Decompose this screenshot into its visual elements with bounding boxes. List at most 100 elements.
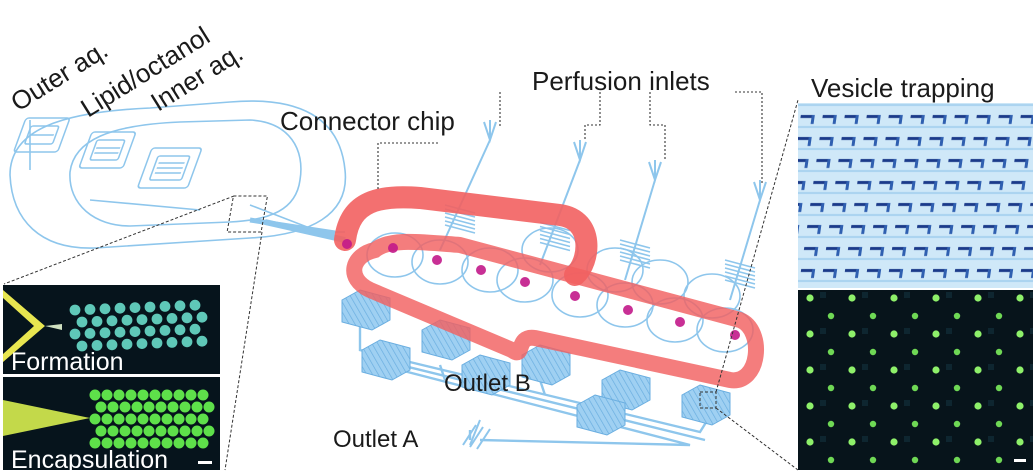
droplet [121,314,133,326]
vesicle [161,413,173,425]
droplet [151,313,163,325]
serpentine-resistor [619,259,651,269]
droplet [174,324,186,336]
vesicle [161,389,173,401]
connector-node [623,305,633,315]
vesicle [179,425,191,437]
droplet [166,313,178,324]
perfusion-inlet-port [573,140,587,164]
vesicle [131,425,143,437]
serpentine-resistor [724,279,756,289]
droplet [196,311,208,323]
connector-node [570,291,580,301]
droplet [99,303,111,315]
vesicle [119,401,131,413]
outlet-a-port [462,419,491,450]
encapsulation-panel [3,377,220,470]
vesicle [197,413,209,425]
vesicle [95,401,107,413]
connector-node [388,243,398,253]
vesicle [125,389,137,401]
trap-chamber [361,339,411,381]
droplet [114,302,126,314]
droplet [76,316,88,328]
inner-aq-inlet [137,147,202,189]
droplet [91,316,103,327]
serpentine-resistor [619,251,651,261]
vesicle [203,401,215,413]
serpentine-resistor [619,239,651,249]
connector-node [675,317,685,327]
outer-aq-inlet [13,117,70,153]
serpentine-resistor [619,247,651,257]
vesicle [197,437,209,449]
vesicle-trapping-schematic [798,103,1033,288]
connector-chip-label: Connector chip [280,106,455,136]
vesicle-trapping-micrograph [798,290,1033,470]
vesicle [89,389,101,401]
vesicle [101,413,113,425]
droplet [151,337,163,349]
droplet [166,337,178,348]
droplet [159,301,171,312]
droplet [189,323,201,335]
vesicle [191,425,203,437]
vesicle [191,401,203,413]
vesicle [137,389,149,401]
formation-zoom-indicator [3,195,269,471]
droplet [84,304,96,315]
droplet [84,328,96,339]
serpentine-resistor [539,237,571,248]
droplet [106,315,118,327]
connector-nodes [342,239,740,340]
vesicle [113,437,125,449]
droplet [69,304,81,316]
serpentine-resistor [444,212,476,222]
connector-node [432,255,442,265]
serpentine-resistor [539,229,571,240]
outlet-b-label: Outlet B [444,370,531,397]
vesicle [185,437,197,449]
scale-bar [1014,459,1026,462]
droplet [181,312,193,324]
serpentine-resistor [724,275,756,285]
vesicle [197,389,209,401]
vesicle [149,437,161,449]
leader-lines [377,91,763,190]
transfer-channel [264,219,346,243]
droplet [129,326,141,337]
formation-panel [3,285,220,374]
perfusion-inlet-port [648,160,662,184]
trap-chamber [461,354,511,396]
vesicle [185,413,197,425]
droplet [76,340,88,352]
serpentine-resistor [444,224,476,234]
vesicle [101,389,113,401]
droplet [196,335,208,347]
connector-chip [334,186,764,389]
vesicle-trapping-label: Vesicle trapping [811,73,995,103]
serpentine-resistor [444,216,476,226]
perfusion-inlet-port [483,120,497,144]
trap-chamber [681,384,731,426]
vesicle [125,413,137,425]
serpentine-resistor [539,233,571,244]
vesicle [143,401,155,413]
vesicle [203,425,215,437]
droplet [181,336,193,348]
vesicle [173,413,185,425]
vesicle [113,389,125,401]
scale-bar [198,461,212,464]
vesicle [137,437,149,449]
encapsulation-label: Encapsulation [11,446,168,473]
vesicle [143,425,155,437]
trap-chamber [576,394,626,436]
vesicle [167,401,179,413]
vesicle [107,425,119,437]
droplet [159,325,171,336]
serpentine-resistor [724,259,756,269]
serpentine-resistor [539,225,571,236]
droplet [91,340,103,351]
